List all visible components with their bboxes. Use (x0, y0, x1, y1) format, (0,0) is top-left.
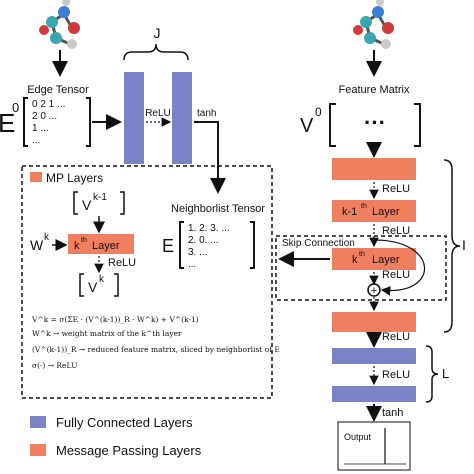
e-matrix-row-4: ... (188, 259, 196, 270)
feature-matrix-label: Feature Matrix (339, 84, 410, 96)
e-matrix-row-2: 2. 0. ... (188, 235, 219, 246)
matrix-row-3: 1 ... (32, 123, 49, 134)
e-matrix-row-1: 1. 2. 3. ... (188, 223, 230, 234)
plus-sign: + (371, 285, 377, 297)
i-label: I (462, 237, 466, 253)
j-brace (123, 43, 189, 61)
tanh-right: tanh (382, 407, 403, 419)
v0-dots: ··· (364, 110, 386, 135)
vk1-label: V (82, 197, 92, 213)
wk-sup: k (44, 232, 50, 243)
skip-curve (373, 239, 426, 296)
relu-1: ReLU (382, 183, 410, 195)
fc-bar-2 (172, 72, 192, 164)
mp-title: MP Layers (46, 171, 103, 185)
k1-label: k-1 (342, 206, 357, 218)
vk-sup: k (99, 274, 105, 285)
edge-tensor-label: Edge Tensor (27, 84, 89, 96)
matrix-row-2: 2 0 ... (32, 111, 57, 122)
equation-2: W^k → weight matrix of the k^th layer (32, 329, 182, 338)
vk-label: V (88, 279, 98, 295)
mp-relu-label: ReLU (108, 257, 136, 269)
kth-right-k: k (352, 254, 358, 266)
relu-4: ReLU (382, 331, 410, 343)
e0-sup: 0 (12, 100, 19, 115)
relu-5: ReLU (382, 369, 410, 381)
e0-symbol: E (0, 108, 15, 138)
equation-4: σ(·) → ReLU (32, 361, 77, 370)
mp-title-swatch (30, 172, 42, 182)
molecule-icon-right (353, 0, 394, 49)
matrix-row-4: ... (32, 135, 40, 146)
mp-layer-k-1 (332, 200, 416, 222)
l-label: L (442, 366, 449, 381)
fc-bar-1 (124, 72, 144, 164)
k1-layer-word: Layer (372, 206, 400, 218)
kth-right-layer-word: Layer (372, 254, 400, 266)
e-symbol: E (162, 236, 174, 256)
output-plot (337, 421, 411, 471)
relu-3: ReLU (382, 269, 410, 281)
kth-layer-block-mp (68, 234, 134, 254)
equation-1: V^k = σ(ΣE · (V^(k-1))_R · W^k) + V^(k-1… (31, 315, 199, 324)
legend-mp-swatch (30, 444, 46, 456)
relu-2: ReLU (382, 225, 410, 237)
neighborlist-label: Neighborlist Tensor (171, 203, 265, 215)
equation-3: (V^(k-1))_R → reduced feature matrix, sl… (32, 345, 280, 354)
mp-layer-k (332, 248, 416, 270)
v0-sup: 0 (315, 105, 322, 119)
kth-sup: th (81, 237, 87, 244)
j-label: J (154, 25, 161, 41)
skip-connection-box (275, 235, 447, 301)
v0-symbol: V (300, 115, 314, 137)
tanh-label-left: tanh (197, 108, 216, 119)
mp-layers-box (21, 165, 273, 399)
i-brace (443, 159, 461, 333)
fc-layer-2 (332, 386, 416, 402)
kth-k: k (74, 240, 80, 252)
legend-fc-swatch (30, 416, 46, 428)
k1-sup: th (361, 203, 367, 210)
sum-node (367, 283, 381, 297)
wk-label: W (30, 237, 44, 253)
kth-layer-label: Layer (92, 240, 120, 252)
legend-fc-label: Fully Connected Layers (56, 415, 193, 430)
vk1-sup: k-1 (93, 192, 107, 203)
relu-label-left: ReLU (145, 108, 171, 119)
kth-right-sup: th (359, 251, 365, 258)
skip-connection-label: Skip Connection (282, 238, 355, 249)
e-matrix-row-3: 3. ... (188, 247, 207, 258)
matrix-row-1: 0 2 1 ... (32, 99, 65, 110)
legend-mp-label: Message Passing Layers (56, 443, 202, 458)
mp-layer-1 (332, 158, 416, 180)
l-brace (425, 345, 439, 403)
output-label: Output (344, 432, 372, 442)
molecule-icon-left (39, 0, 80, 49)
fc-layer-1 (332, 348, 416, 364)
arrow-fc-to-neighborlist (194, 121, 226, 194)
mp-layer-last (332, 312, 416, 332)
